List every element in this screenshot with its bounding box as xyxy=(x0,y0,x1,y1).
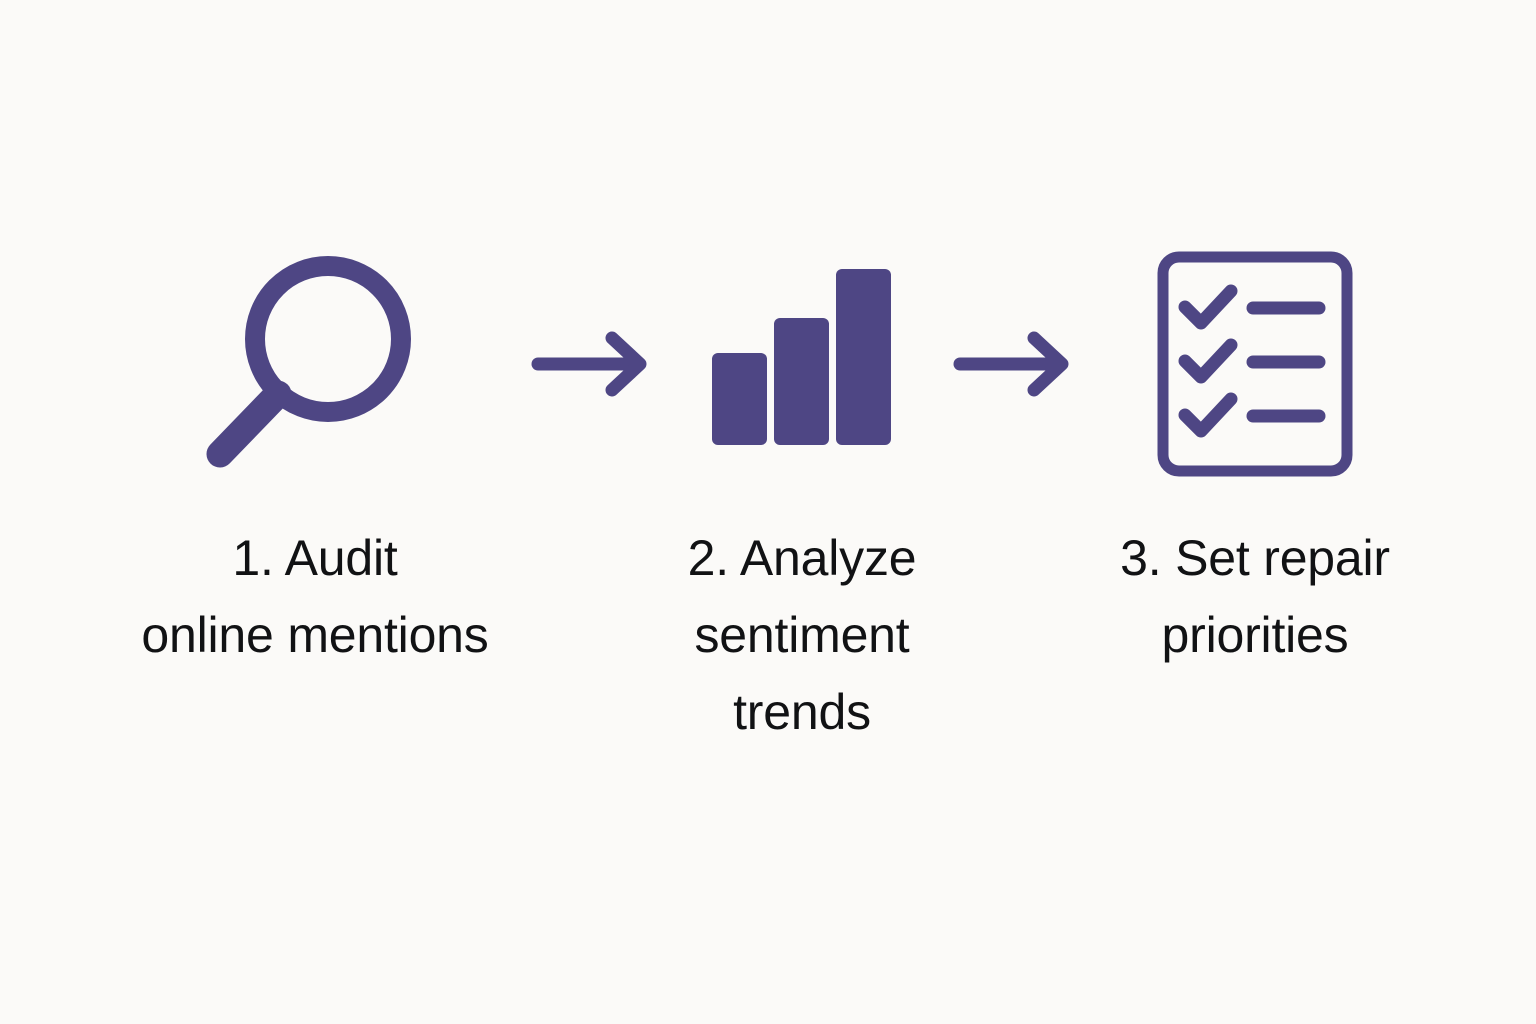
process-step-3: 3. Set repair priorities xyxy=(1074,0,1436,674)
process-step-2: 2. Analyze sentiment trends xyxy=(652,0,952,751)
step-2-icon-slot xyxy=(702,246,902,482)
step-3-caption: 3. Set repair priorities xyxy=(1120,530,1390,663)
checklist-check-2 xyxy=(1178,338,1238,384)
step-2-caption: 2. Analyze sentiment trends xyxy=(687,530,917,740)
connector-1-slot xyxy=(530,246,652,482)
connector-1 xyxy=(530,0,652,482)
checklist-document-frame xyxy=(1157,251,1353,477)
checklist-check-3 xyxy=(1178,392,1238,438)
bar-chart-bar-large xyxy=(836,269,891,445)
step-1-caption: 1. Audit online mentions xyxy=(141,530,489,663)
checklist-check-1 xyxy=(1178,284,1238,330)
bar-chart-bar-small xyxy=(712,353,767,445)
checklist-document-icon xyxy=(1157,251,1353,477)
step-3-icon-slot xyxy=(1155,246,1355,482)
connector-2 xyxy=(952,0,1074,482)
bar-chart-icon xyxy=(712,269,891,445)
connector-2-slot xyxy=(952,246,1074,482)
arrow-right-icon xyxy=(531,331,647,397)
bar-chart-bar-medium xyxy=(774,318,829,445)
arrow-right-icon xyxy=(953,331,1069,397)
magnifying-glass-icon xyxy=(206,256,411,468)
step-1-icon-slot xyxy=(200,246,430,482)
process-step-1: 1. Audit online mentions xyxy=(100,0,530,674)
